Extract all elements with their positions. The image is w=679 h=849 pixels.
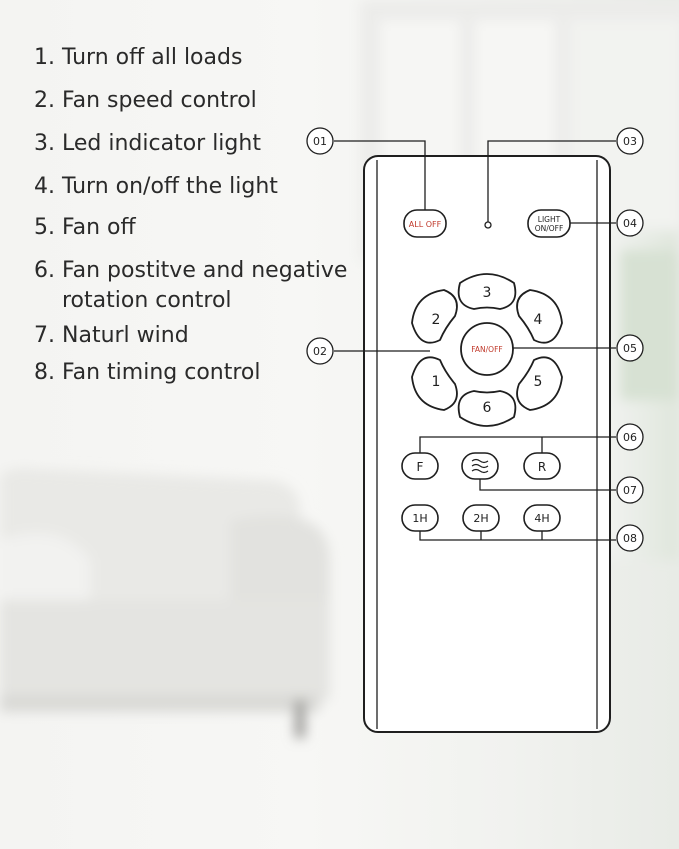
- feature-item-2: 2. Fan speed control: [34, 88, 257, 113]
- fan-off-button[interactable]: FAN/OFF: [460, 322, 514, 376]
- feature-item-5: 5. Fan off: [34, 215, 136, 240]
- speed-3-button[interactable]: 3: [457, 273, 517, 310]
- feature-item-7: 7. Naturl wind: [34, 323, 189, 348]
- svg-text:LIGHT: LIGHT: [538, 215, 561, 224]
- leader-07: [479, 478, 616, 491]
- svg-text:4: 4: [534, 312, 543, 328]
- leader-06: [419, 436, 616, 456]
- remote-body: [363, 155, 611, 733]
- reverse-rotation-button[interactable]: R: [523, 452, 561, 480]
- svg-text:3: 3: [483, 285, 492, 301]
- speed-1-button[interactable]: 1: [411, 356, 458, 411]
- leader-03: [487, 140, 616, 222]
- svg-text:02: 02: [313, 345, 327, 358]
- all-off-button[interactable]: ALL OFF: [403, 209, 447, 238]
- svg-text:4H: 4H: [534, 512, 549, 525]
- leader-01: [334, 140, 426, 212]
- svg-text:01: 01: [313, 135, 327, 148]
- feature-item-1: 1. Turn off all loads: [34, 45, 243, 70]
- timer-1h-button[interactable]: 1H: [401, 504, 439, 532]
- callout-02: 02: [306, 337, 334, 365]
- callout-03: 03: [616, 127, 644, 155]
- speed-6-button[interactable]: 6: [457, 390, 517, 427]
- feature-item-4: 4. Turn on/off the light: [34, 174, 278, 199]
- led-indicator: [484, 221, 492, 229]
- svg-text:R: R: [538, 460, 546, 474]
- feature-item-6-continued: rotation control: [62, 288, 232, 313]
- svg-text:1: 1: [432, 374, 441, 390]
- natural-wind-button[interactable]: [461, 452, 499, 480]
- svg-text:FAN/OFF: FAN/OFF: [471, 345, 502, 354]
- speed-2-button[interactable]: 2: [411, 289, 458, 344]
- svg-text:08: 08: [623, 532, 637, 545]
- svg-text:04: 04: [623, 217, 637, 230]
- feature-item-8: 8. Fan timing control: [34, 360, 261, 385]
- svg-text:07: 07: [623, 484, 637, 497]
- svg-text:ON/OFF: ON/OFF: [535, 224, 564, 233]
- svg-text:5: 5: [534, 374, 543, 390]
- feature-item-6: 6. Fan postitve and negative: [34, 258, 348, 283]
- wind-waves-icon: [471, 458, 489, 474]
- callout-01: 01: [306, 127, 334, 155]
- timer-4h-button[interactable]: 4H: [523, 504, 561, 532]
- svg-text:05: 05: [623, 342, 637, 355]
- speed-5-button[interactable]: 5: [516, 356, 563, 411]
- svg-text:6: 6: [483, 400, 492, 416]
- callout-07: 07: [616, 476, 644, 504]
- timer-2h-button[interactable]: 2H: [462, 504, 500, 532]
- svg-text:1H: 1H: [412, 512, 427, 525]
- svg-text:06: 06: [623, 431, 637, 444]
- svg-text:ALL OFF: ALL OFF: [409, 220, 442, 229]
- callout-06: 06: [616, 423, 644, 451]
- svg-text:2: 2: [432, 312, 441, 328]
- forward-rotation-button[interactable]: F: [401, 452, 439, 480]
- svg-text:03: 03: [623, 135, 637, 148]
- svg-text:2H: 2H: [473, 512, 488, 525]
- speed-4-button[interactable]: 4: [516, 289, 563, 344]
- callout-05: 05: [616, 334, 644, 362]
- svg-text:F: F: [417, 460, 424, 474]
- callout-08: 08: [616, 524, 644, 552]
- feature-item-3: 3. Led indicator light: [34, 131, 261, 156]
- light-on-off-button[interactable]: LIGHT ON/OFF: [527, 209, 571, 238]
- callout-04: 04: [616, 209, 644, 237]
